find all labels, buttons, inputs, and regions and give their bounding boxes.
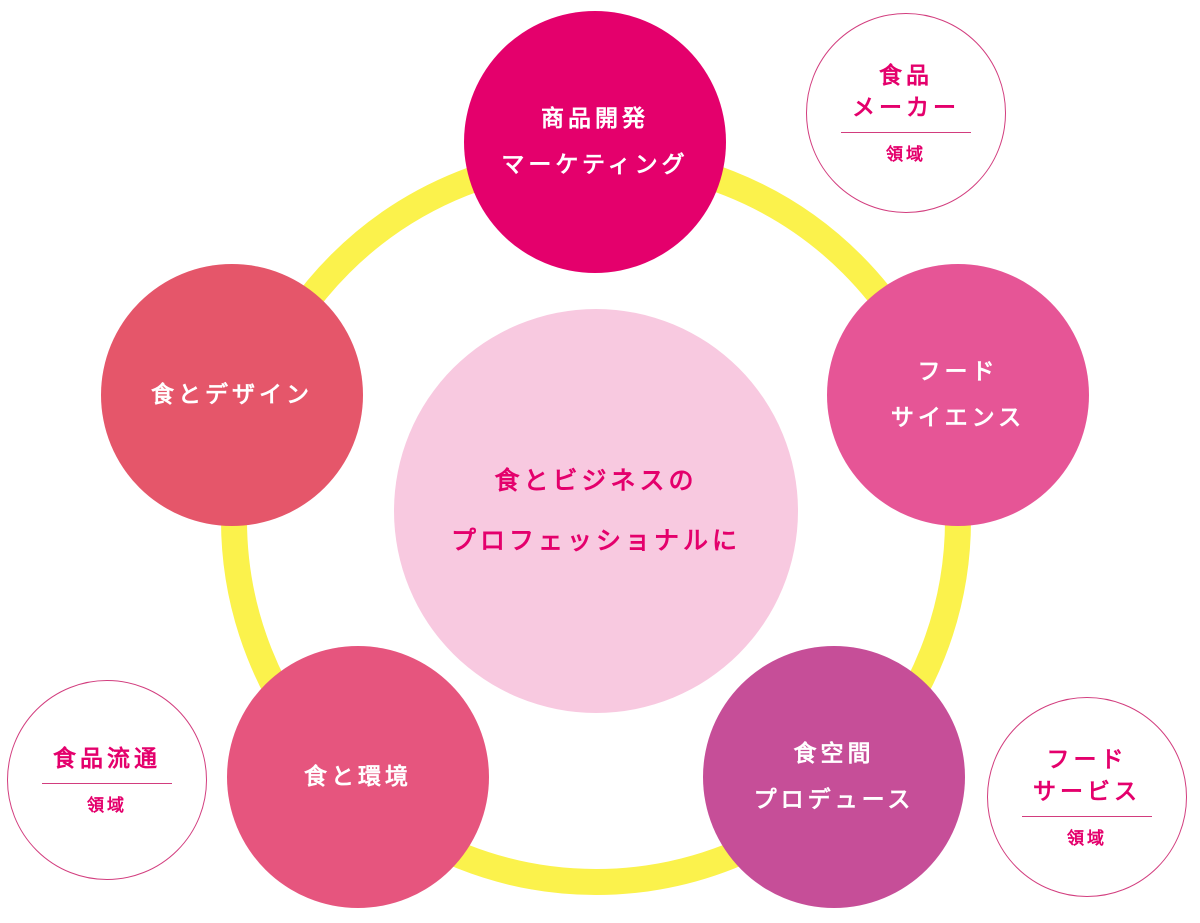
node-environment: 食と環境 [227, 646, 489, 908]
node-design-line-1: 食とデザイン [151, 382, 313, 408]
domain-distribution: 食品流通 領域 [7, 680, 207, 880]
node-marketing-line-1: 商品開発 [541, 106, 649, 132]
center-line-2: プロフェッショナルに [450, 526, 741, 555]
domain-maker-line-2: メーカー [852, 94, 960, 121]
center-circle: 食とビジネスの プロフェッショナルに [394, 309, 798, 713]
domain-food-service: フード サービス 領域 [987, 697, 1187, 897]
domain-food-service-line-1: フード [1046, 746, 1128, 773]
center-line-1: 食とビジネスの [494, 466, 698, 495]
node-design: 食とデザイン [101, 264, 363, 526]
domain-maker-line-1: 食品 [879, 62, 933, 89]
node-space-produce-line-1: 食空間 [793, 741, 875, 767]
domain-maker-divider [841, 131, 971, 133]
node-food-science-line-1: フード [917, 359, 999, 385]
domain-food-service-sub: 領域 [1067, 828, 1107, 849]
domain-food-service-line-2: サービス [1033, 778, 1141, 805]
node-environment-line-1: 食と環境 [304, 764, 412, 790]
domain-distribution-line-1: 食品流通 [53, 745, 161, 772]
node-food-science-line-2: サイエンス [890, 405, 1026, 431]
domain-maker: 食品 メーカー 領域 [806, 13, 1006, 213]
node-marketing-line-2: マーケティング [501, 152, 689, 178]
domain-distribution-sub: 領域 [87, 795, 127, 816]
node-space-produce-line-2: プロデュース [753, 787, 915, 813]
domain-food-service-divider [1022, 815, 1152, 817]
node-marketing: 商品開発 マーケティング [464, 11, 726, 273]
domain-maker-sub: 領域 [886, 144, 926, 165]
node-food-science: フード サイエンス [827, 264, 1089, 526]
node-space-produce: 食空間 プロデュース [703, 646, 965, 908]
domain-distribution-divider [42, 782, 172, 784]
